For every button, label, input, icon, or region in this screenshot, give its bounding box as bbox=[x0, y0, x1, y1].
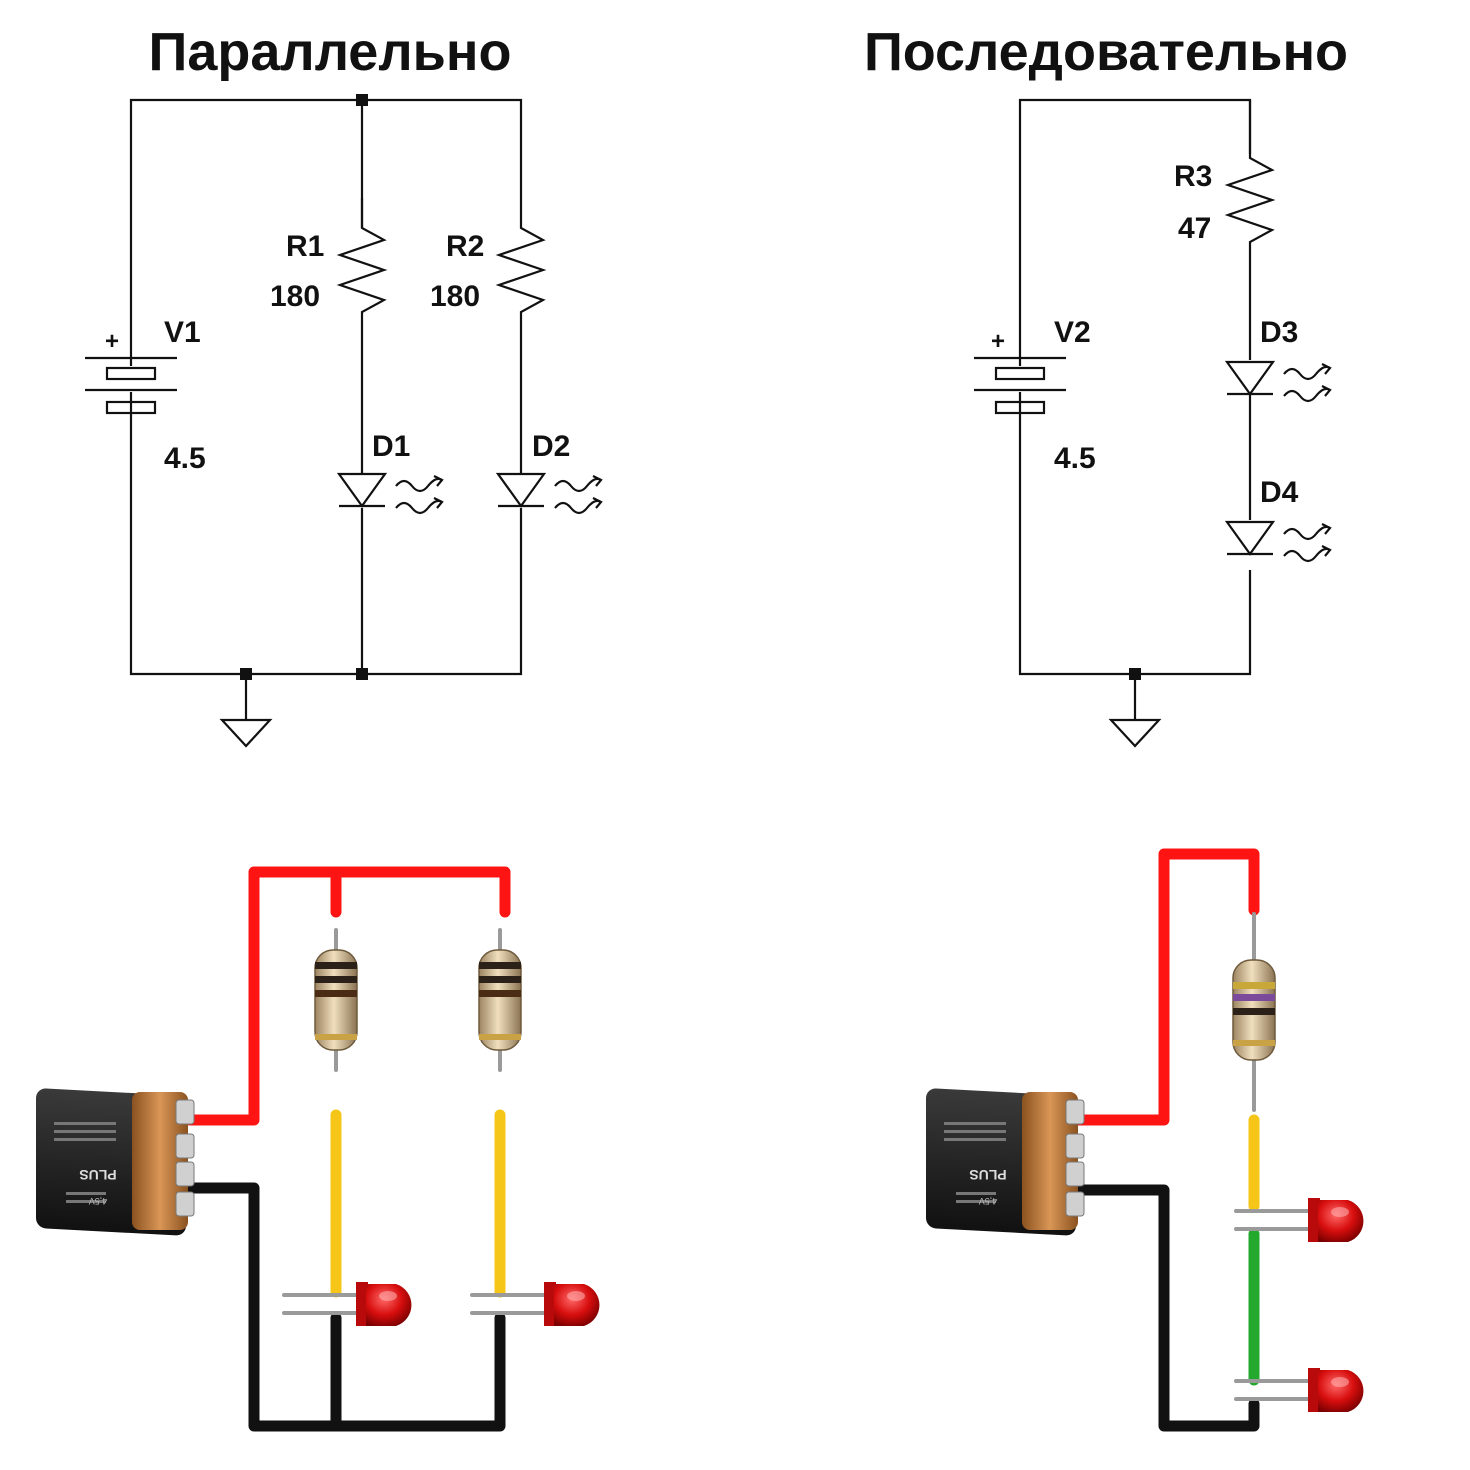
negative-wire bbox=[1070, 1184, 1260, 1432]
resistor-r2-photo bbox=[477, 928, 523, 1072]
resistor-r1-photo bbox=[313, 928, 359, 1072]
battery-v1-label: V1 bbox=[164, 316, 201, 349]
battery-brand: PLUS bbox=[79, 1167, 116, 1183]
series-schematic: + V2 4.5 R3 47 D3 D4 bbox=[972, 98, 1332, 748]
battery-photo: PLUS 4,5V bbox=[35, 1087, 195, 1237]
resistor-r2-symbol: R2 180 bbox=[430, 198, 547, 316]
led-d3-symbol: D3 bbox=[1225, 316, 1332, 403]
battery-v2-value: 4.5 bbox=[1054, 442, 1096, 475]
parallel-schematic: + V1 4.5 R1 180 R2 180 D1 D2 bbox=[83, 94, 603, 748]
led-d1-photo bbox=[282, 1280, 414, 1328]
resistor-r3-symbol: R3 47 bbox=[1174, 100, 1276, 248]
resistor-r3-label: R3 bbox=[1174, 160, 1212, 193]
ground-symbol bbox=[220, 672, 272, 748]
positive-wire bbox=[184, 866, 511, 1126]
series-title: Последовательно bbox=[864, 22, 1348, 82]
battery-voltage: 4,5V bbox=[89, 1196, 108, 1206]
series-wiring-illustration: PLUS 4,5V bbox=[925, 848, 1366, 1432]
led-d1-label: D1 bbox=[372, 430, 410, 463]
led-d4-label: D4 bbox=[1260, 476, 1299, 509]
battery-brand: PLUS bbox=[969, 1167, 1006, 1183]
positive-wire bbox=[1070, 848, 1260, 1126]
negative-wire bbox=[184, 1182, 506, 1432]
battery-v1-value: 4.5 bbox=[164, 442, 206, 475]
resistor-r1-label: R1 bbox=[286, 230, 324, 263]
ground-symbol bbox=[1109, 672, 1161, 748]
led-d4-symbol: D4 bbox=[1225, 476, 1332, 563]
resistor-r2-value: 180 bbox=[430, 280, 480, 313]
resistor-r3-photo bbox=[1232, 912, 1276, 1112]
resistor-r1-value: 180 bbox=[270, 280, 320, 313]
battery-voltage: 4,5V bbox=[979, 1196, 998, 1206]
battery-photo: PLUS 4,5V bbox=[925, 1087, 1085, 1237]
led-d2-photo bbox=[470, 1280, 602, 1328]
battery-v2-label: V2 bbox=[1054, 316, 1091, 349]
parallel-wiring-illustration: PLUS 4,5V bbox=[35, 866, 602, 1432]
led-d2-symbol: D2 bbox=[496, 430, 603, 515]
battery-v1-symbol: + V1 4.5 bbox=[83, 316, 206, 475]
resistor-r1-symbol: R1 180 bbox=[270, 198, 388, 316]
junction-dot bbox=[356, 94, 368, 106]
led-d3-label: D3 bbox=[1260, 316, 1298, 349]
parallel-title: Параллельно bbox=[149, 22, 512, 82]
battery-v2-plus: + bbox=[991, 328, 1005, 355]
resistor-r2-label: R2 bbox=[446, 230, 484, 263]
led-d2-label: D2 bbox=[532, 430, 570, 463]
junction-dot bbox=[356, 668, 368, 680]
led-d1-symbol: D1 bbox=[337, 430, 444, 515]
battery-v1-plus: + bbox=[105, 328, 119, 355]
battery-v2-symbol: + V2 4.5 bbox=[972, 316, 1096, 475]
resistor-r3-value: 47 bbox=[1178, 212, 1211, 245]
